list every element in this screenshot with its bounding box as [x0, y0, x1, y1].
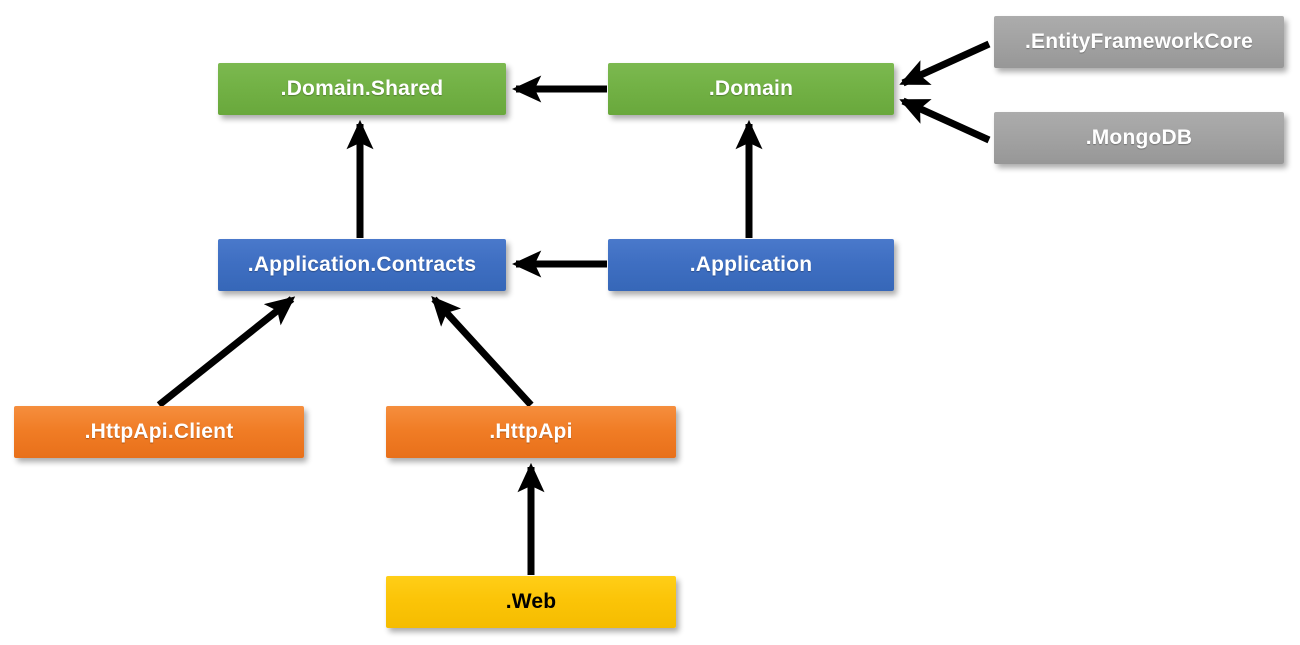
- edge-efcore-to-domain: [899, 40, 991, 87]
- node-entityframeworkcore-label: .EntityFrameworkCore: [1024, 30, 1254, 53]
- node-domain-label: .Domain: [708, 77, 794, 100]
- node-application-contracts[interactable]: .Application.Contracts: [218, 239, 506, 291]
- node-web[interactable]: .Web: [386, 576, 676, 628]
- node-httpapi-client[interactable]: .HttpApi.Client: [14, 406, 304, 458]
- node-httpapi-label: .HttpApi: [489, 420, 573, 443]
- node-web-label: .Web: [505, 590, 557, 613]
- edge-httpapi-to-contracts: [431, 295, 534, 408]
- node-application[interactable]: .Application: [608, 239, 894, 291]
- node-application-contracts-label: .Application.Contracts: [247, 253, 477, 276]
- node-mongodb[interactable]: .MongoDB: [994, 112, 1284, 164]
- node-application-label: .Application: [689, 253, 813, 276]
- edge-httpapi-client-to-contracts: [156, 296, 296, 408]
- node-entityframeworkcore[interactable]: .EntityFrameworkCore: [994, 16, 1284, 68]
- edge-mongodb-to-domain: [899, 97, 991, 144]
- node-mongodb-label: .MongoDB: [1085, 126, 1193, 149]
- node-domain-shared[interactable]: .Domain.Shared: [218, 63, 506, 115]
- node-httpapi[interactable]: .HttpApi: [386, 406, 676, 458]
- node-domain[interactable]: .Domain: [608, 63, 894, 115]
- node-httpapi-client-label: .HttpApi.Client: [84, 420, 234, 443]
- node-domain-shared-label: .Domain.Shared: [280, 77, 444, 100]
